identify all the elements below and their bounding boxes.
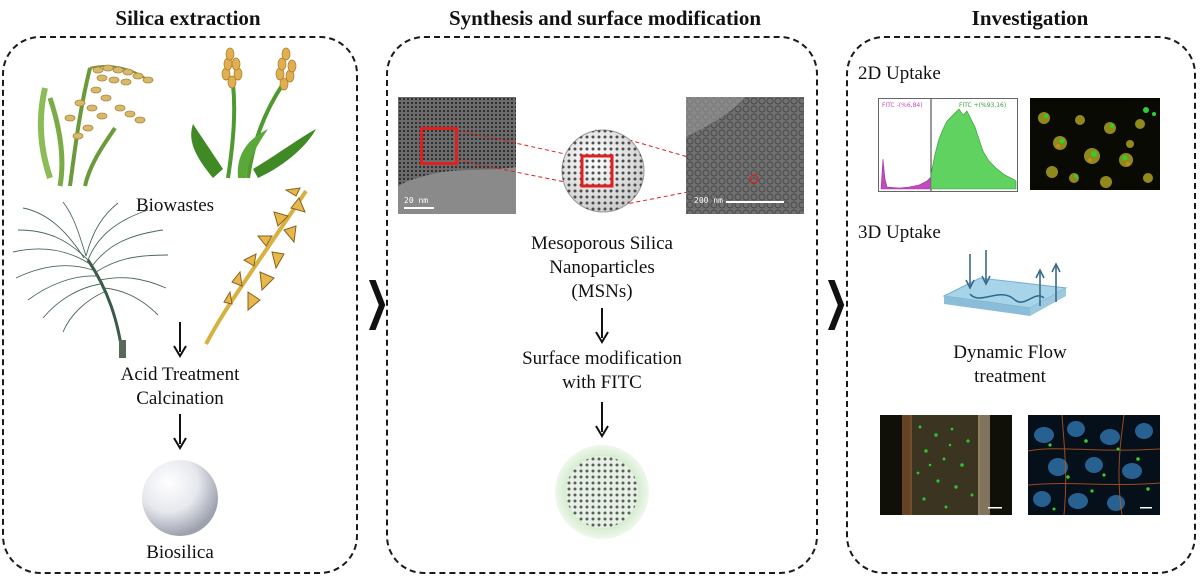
fitc-msn-sphere-icon (555, 445, 649, 539)
fluorescence-image-2d (1030, 98, 1160, 190)
zoom-box (420, 127, 458, 165)
biosilica-label: Biosilica (146, 542, 214, 563)
flow-chip-icon (942, 250, 1068, 316)
wheat-plant-icon (191, 47, 316, 179)
synthesis-panel (386, 36, 818, 574)
down-arrow-icon (173, 414, 187, 450)
down-arrow-icon (595, 402, 609, 438)
msn-label-line3: (MSNs) (571, 281, 633, 302)
fitc-positive-label: FITC +(%93,16) (959, 102, 1007, 109)
down-arrow-icon (595, 308, 609, 344)
extraction-panel (2, 36, 358, 574)
modification-label-line1: Surface modification (522, 348, 682, 369)
acid-treatment-label: Acid Treatment (120, 364, 240, 385)
biowastes-label: Biowastes (135, 195, 215, 216)
fluorescence-image-3d-cells (1028, 415, 1160, 515)
uptake-3d-label: 3D Uptake (858, 222, 941, 243)
dynamic-flow-label-line2: treatment (974, 366, 1046, 387)
tem-image-low-res: 200 nm (686, 97, 804, 214)
fluorescence-image-3d-channel (880, 415, 1012, 515)
flow-cytometry-histogram: FITC -(%6,84) FITC +(%93,16) (878, 98, 1018, 192)
next-chevron-icon: ❯ (823, 272, 849, 330)
msn-label-line2: Nanoparticles (549, 257, 655, 278)
modification-label-line2: with FITC (562, 372, 642, 393)
oat-plant-icon (204, 187, 308, 345)
investigation-panel (846, 36, 1196, 574)
synthesis-title: Synthesis and surface modification (448, 6, 762, 30)
tem-image-high-res: 20 nm (398, 97, 516, 214)
next-chevron-icon: ❯ (364, 272, 390, 330)
fitc-negative-label: FITC -(%6,84) (882, 102, 923, 109)
horsetail-plant-icon (12, 201, 169, 359)
tem-scale-right: 200 nm (694, 196, 723, 205)
tem-scale-left: 20 nm (404, 196, 429, 205)
msn-label-line1: Mesoporous Silica (531, 233, 673, 254)
dynamic-flow-label-line1: Dynamic Flow (953, 342, 1067, 363)
rice-plant-icon (37, 64, 154, 187)
down-arrow-icon (173, 322, 187, 358)
extraction-title: Silica extraction (115, 6, 261, 30)
investigation-title: Investigation (971, 6, 1089, 30)
calcination-label: Calcination (136, 388, 224, 409)
silica-sphere-icon (142, 460, 218, 536)
uptake-2d-label: 2D Uptake (858, 63, 941, 84)
msn-sphere-icon (561, 129, 645, 213)
